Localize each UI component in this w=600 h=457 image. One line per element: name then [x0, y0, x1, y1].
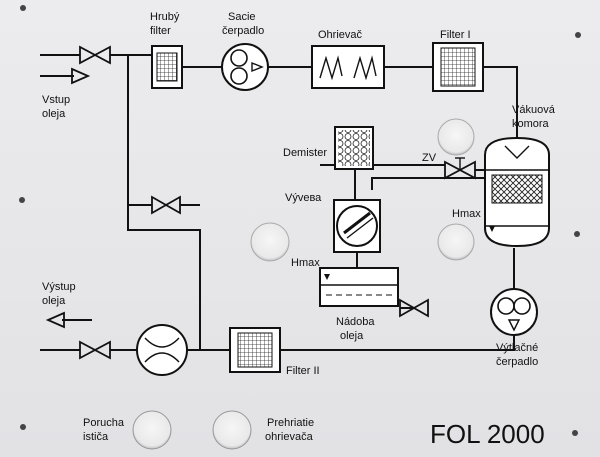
discharge-pump — [490, 288, 538, 336]
breaker-fault-label-1: Porucha — [83, 417, 125, 429]
filter-2-label: Filter II — [286, 365, 320, 377]
vacuum-chamber — [484, 136, 550, 248]
suction-pump-label-2: čerpadlo — [222, 25, 264, 37]
inlet-valve[interactable] — [79, 45, 111, 65]
heater-overheat-label-1: Prehriatie — [267, 417, 314, 429]
outlet-valve[interactable] — [79, 340, 111, 360]
heater-overheat-label-2: ohrievača — [265, 431, 314, 443]
vacuum-pump-label: Vývева — [285, 192, 322, 204]
filter-1-label: Filter I — [440, 29, 471, 41]
flow-meter — [136, 324, 188, 376]
indicator-heater-overheat[interactable] — [212, 410, 252, 450]
outlet-arrow — [45, 311, 92, 329]
hmax-tank-label: Hmax — [291, 257, 320, 269]
discharge-pump-label-1: Výtlačné — [496, 342, 538, 354]
indicator-breaker-fault[interactable] — [132, 410, 172, 450]
inlet-arrow — [40, 67, 91, 85]
oil-tank — [319, 252, 399, 307]
suction-pump — [221, 43, 269, 91]
demister — [334, 126, 374, 170]
hmax-chamber-label: Hmax — [452, 208, 481, 220]
bypass-valve[interactable] — [151, 195, 181, 215]
demister-label: Demister — [283, 147, 327, 159]
filter-2 — [229, 327, 281, 373]
heater-label: Ohrievač — [318, 29, 363, 41]
zv-valve[interactable] — [444, 157, 476, 180]
heater — [311, 45, 385, 89]
inlet-label-2: oleja — [42, 108, 66, 120]
zv-label: ZV — [422, 152, 437, 164]
coarse-filter-label-2: filter — [150, 25, 171, 37]
coarse-filter-label-1: Hrubý — [150, 11, 180, 23]
coarse-filter — [151, 45, 183, 89]
vacuum-chamber-label-1: Vákuová — [512, 104, 556, 116]
tank-drain-valve[interactable] — [399, 298, 429, 318]
outlet-label-2: oleja — [42, 295, 66, 307]
breaker-fault-label-2: ističa — [83, 431, 109, 443]
outlet-label-1: Výstup — [42, 281, 76, 293]
piping — [40, 54, 518, 351]
vacuum-chamber-label-2: komora — [512, 118, 550, 130]
inlet-label-1: Vstup — [42, 94, 70, 106]
filter-1 — [432, 42, 484, 92]
discharge-pump-label-2: čerpadlo — [496, 356, 538, 368]
vacuum-pump — [333, 199, 381, 253]
panel-cutouts — [250, 118, 475, 262]
model-label: FOL 2000 — [430, 419, 545, 449]
oil-tank-label-1: Nádoba — [336, 316, 375, 328]
screw-holes — [19, 5, 581, 436]
suction-pump-label-1: Sacie — [228, 11, 256, 23]
oil-tank-label-2: oleja — [340, 330, 364, 342]
